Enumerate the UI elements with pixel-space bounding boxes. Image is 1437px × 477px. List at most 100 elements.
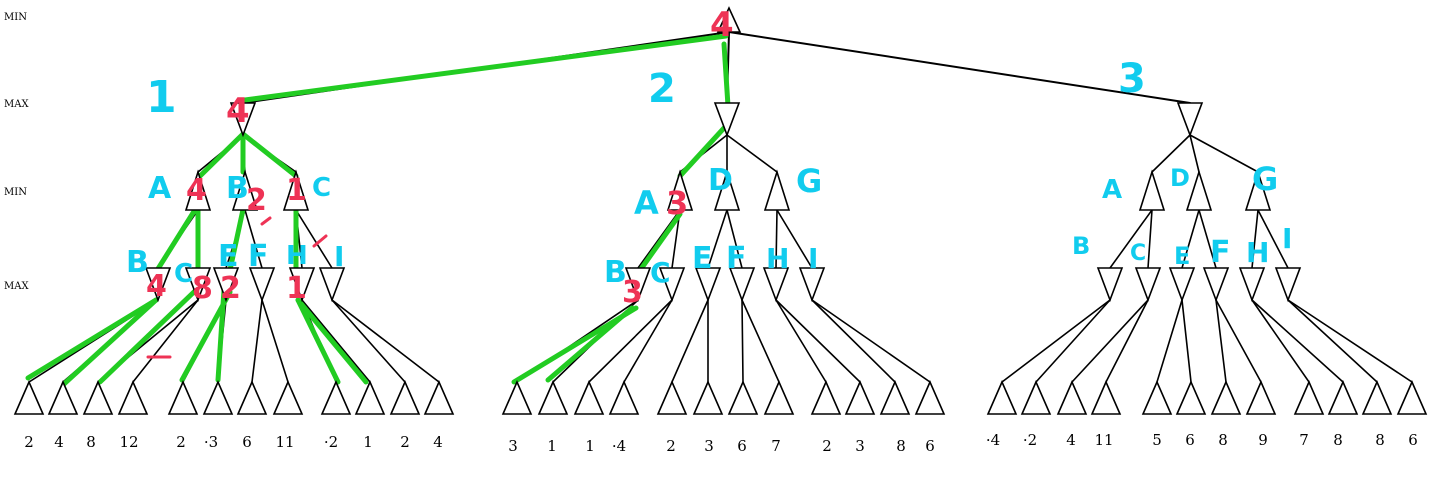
highlight-stroke: [61, 297, 159, 387]
leaf-value: 3: [704, 437, 714, 455]
leaf-value: 1: [585, 437, 595, 455]
edge-max-to-min: [1189, 134, 1200, 173]
leaf-node: [1396, 380, 1428, 415]
subtree-1-max-name-c: C: [174, 259, 193, 289]
max-leaf-parent-node: [1134, 267, 1162, 303]
highlight-stroke: [215, 287, 227, 383]
leaf-node: [656, 380, 688, 415]
subtree-2-min-name-d: D: [708, 163, 733, 198]
leaf-node: [354, 380, 386, 415]
subtree-3-max-name-h: H: [1246, 236, 1269, 269]
edge-max-to-leaf: [1001, 299, 1111, 383]
leaf-node: [1293, 380, 1325, 415]
leaf-value: 6: [242, 433, 252, 451]
edge-max-to-min: [726, 134, 778, 173]
subtree-1-min-name-a: A: [148, 171, 172, 206]
leaf-value: ·3: [204, 433, 218, 451]
edge-max-to-leaf: [588, 299, 673, 383]
edge-max-to-leaf: [623, 299, 673, 383]
edge-max-to-leaf: [301, 299, 371, 383]
leaf-value: 8: [86, 433, 96, 451]
leaf-value: 8: [1375, 431, 1385, 449]
subtree-1-min-value-b: 2: [246, 183, 267, 218]
edge-root-to-max-3: [728, 31, 1191, 104]
leaf-node: [986, 380, 1018, 415]
edge-max-to-leaf: [261, 299, 289, 383]
subtree-3-min-name-g: G: [1252, 160, 1278, 198]
leaf-value: 7: [771, 437, 781, 455]
min-node: [713, 169, 741, 211]
leaf-value: 2: [400, 433, 410, 451]
min-node: [1185, 169, 1213, 211]
edge-min-to-max: [707, 209, 728, 269]
leaf-value: 1: [547, 437, 557, 455]
edge-min-to-max: [726, 209, 743, 269]
leaf-node: [1245, 380, 1277, 415]
leaf-value: 1: [363, 433, 373, 451]
max-leaf-parent-node: [1238, 267, 1266, 303]
leaf-value: 3: [855, 437, 865, 455]
cut-mark: [312, 234, 328, 248]
highlight-stroke: [677, 125, 727, 179]
subtree-1-max-name-i: I: [334, 240, 344, 273]
edge-min-to-max: [1181, 209, 1200, 269]
highlight-stroke: [295, 297, 369, 385]
subtree-1-max-name-f: F: [248, 239, 269, 274]
leaf-node: [202, 380, 234, 415]
nodes: [13, 6, 1428, 415]
leaf-node: [1361, 380, 1393, 415]
highlight-stroke: [240, 131, 299, 179]
edge-min-to-max: [776, 209, 813, 269]
max-leaf-parent-node: [318, 267, 346, 303]
edge-max-to-leaf: [1251, 299, 1310, 383]
leaf-node: [608, 380, 640, 415]
subtree-2-max-value-b: 3: [622, 275, 643, 310]
edge-max-to-leaf: [1071, 299, 1149, 383]
min-node: [1138, 169, 1166, 211]
leaf-node: [1090, 380, 1122, 415]
subtree-1-min-value-a: 4: [186, 173, 207, 208]
leaf-node: [501, 380, 533, 415]
leaf-node: [320, 380, 352, 415]
highlight-stroke: [25, 297, 159, 381]
highlight-stroke: [721, 41, 731, 109]
leaf-node: [1056, 380, 1088, 415]
leaf-value: 2: [666, 437, 676, 455]
min-node: [282, 169, 310, 211]
highlight-stroke: [97, 287, 199, 385]
highlight-stroke: [195, 131, 246, 181]
subtree-2-max-name-e: E: [692, 241, 713, 276]
edge-max-to-leaf: [775, 299, 861, 383]
subtree-2-max-name-h: H: [766, 242, 789, 275]
subtree-2-min-name-a: A: [634, 184, 659, 222]
leaf-value: 6: [925, 437, 935, 455]
edge-max-to-leaf: [741, 299, 780, 383]
edge-max-to-leaf: [741, 299, 744, 383]
cut-mark: [260, 216, 272, 226]
leaf-value: 8: [1333, 431, 1343, 449]
edge-max-to-leaf: [1035, 299, 1111, 383]
edge-max-to-leaf: [1287, 299, 1378, 383]
edge-min-to-max: [244, 209, 263, 269]
edge-max-to-min: [1151, 134, 1191, 173]
leaf-node: [117, 380, 149, 415]
max-leaf-parent-node: [1202, 267, 1230, 303]
edge-max-to-leaf: [811, 299, 931, 383]
leaf-node: [1020, 380, 1052, 415]
edge-min-to-max: [775, 209, 778, 269]
leaf-value: ·4: [612, 437, 626, 455]
subtree-1-max-name-e: E: [218, 239, 239, 274]
max-node-1: [229, 102, 257, 138]
highlight-stroke: [295, 297, 341, 385]
leaf-node: [573, 380, 605, 415]
leaf-value: 2: [24, 433, 34, 451]
leaf-node: [1327, 380, 1359, 415]
min-node: [184, 169, 212, 211]
edge-max-to-leaf: [671, 299, 709, 383]
root-min-node: [716, 6, 742, 33]
leaf-value: ·2: [1023, 431, 1037, 449]
highlight-stroke: [153, 202, 201, 275]
